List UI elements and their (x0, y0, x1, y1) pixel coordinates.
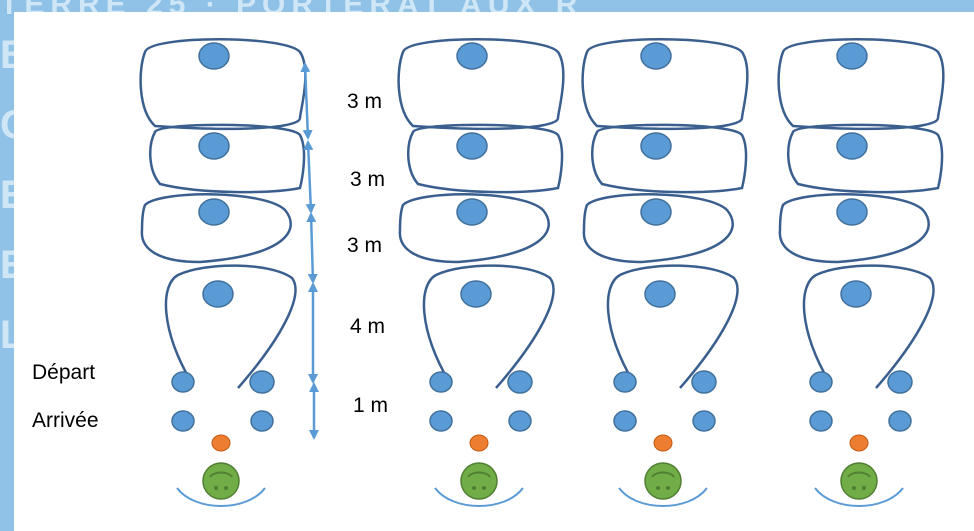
distance-label-3: 3 m (347, 234, 383, 257)
ball (211, 434, 231, 452)
lane-4 (777, 38, 945, 508)
distance-label-2: 3 m (350, 168, 386, 191)
player-start-left (171, 371, 195, 393)
arrow-3m-2 (303, 140, 316, 214)
path-loop-2 (149, 123, 306, 194)
player-loop-1 (198, 42, 230, 70)
player-finish-left (171, 410, 195, 432)
path-funnel (164, 264, 297, 389)
lane-3 (581, 38, 749, 508)
path-loop-3 (140, 193, 292, 264)
player-loop-2 (198, 132, 230, 160)
finish-label: Arrivée (32, 409, 99, 432)
path-loop-1 (139, 38, 307, 131)
distance-arrows (300, 62, 319, 440)
lane-1 (139, 38, 307, 507)
distance-label-5: 1 m (353, 394, 389, 417)
goal-arc (176, 487, 266, 507)
distance-label-1: 3 m (347, 90, 383, 113)
arrow-3m-3 (306, 212, 318, 284)
player-finish-right (250, 410, 274, 432)
player-loop-3 (198, 198, 230, 226)
arrow-3m-1 (300, 62, 313, 140)
background-side-text: B O E E L (0, 33, 18, 357)
distance-label-4: 4 m (350, 315, 386, 338)
lane-2 (397, 38, 565, 508)
start-label: Départ (32, 361, 96, 384)
goal-smiley (202, 462, 240, 500)
diagram-panel (14, 12, 974, 531)
player-start-right (249, 370, 275, 394)
player-loop-4 (202, 280, 234, 308)
